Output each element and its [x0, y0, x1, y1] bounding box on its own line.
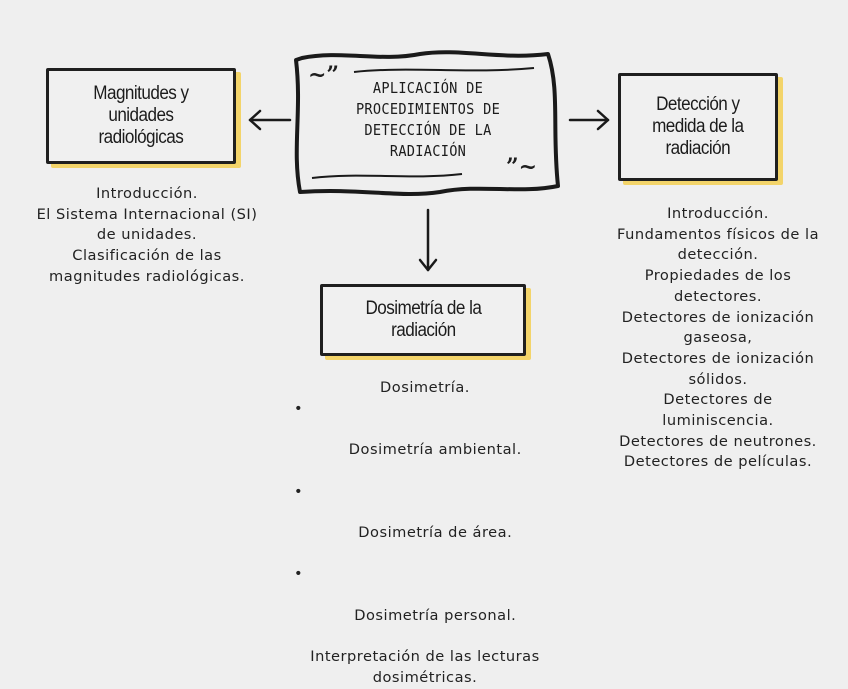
deteccion-line: Detectores de ionización: [621, 308, 815, 326]
deteccion-line: detectores.: [673, 287, 763, 305]
dosimetria-outro-line: Interpretación de las lecturas: [310, 648, 540, 666]
central-quote-open: ~”: [308, 62, 340, 88]
node-dosimetria-label: Dosimetría de la radiación: [365, 298, 481, 341]
deteccion-line: Detectores de ionización: [621, 349, 815, 367]
deteccion-line: detección.: [677, 246, 759, 264]
deteccion-line: Detectores de: [663, 391, 773, 409]
magnitudes-line: Introducción.: [96, 185, 198, 202]
node-dosimetria: Dosimetría de la radiación: [320, 284, 526, 356]
central-frame-inner: [311, 173, 463, 179]
bullet-icon: •: [294, 482, 304, 500]
dosimetria-bullet-item: • Dosimetría personal.: [294, 564, 556, 647]
magnitudes-line: El Sistema Internacional (SI): [36, 205, 258, 223]
magnitudes-line: de unidades.: [96, 226, 198, 244]
deteccion-line: Introducción.: [667, 205, 769, 222]
dosimetria-bullet-text: Dosimetría de área.: [358, 523, 513, 541]
magnitudes-line: magnitudes radiológicas.: [49, 267, 245, 285]
deteccion-line: sólidos.: [688, 370, 748, 388]
dosimetria-bullet-text: Dosimetría personal.: [354, 606, 517, 624]
deteccion-line: Detectores de neutrones.: [619, 432, 817, 450]
bullet-icon: •: [294, 565, 304, 583]
deteccion-line: Fundamentos físicos de la: [616, 225, 820, 243]
deteccion-line: Detectores de películas.: [623, 453, 813, 471]
arrow-to-magnitudes: [248, 109, 292, 131]
dosimetria-outro-line: dosimétricas.: [372, 668, 478, 686]
dosimetria-bullet-text: Dosimetría ambiental.: [348, 441, 522, 459]
deteccion-line: gaseosa,: [683, 329, 753, 347]
magnitudes-content: Introducción. El Sistema Internacional (…: [16, 184, 278, 288]
magnitudes-line: Clasificación de las: [72, 247, 222, 265]
arrow-to-dosimetria: [418, 208, 438, 272]
arrow-to-deteccion: [568, 109, 610, 131]
node-magnitudes: Magnitudes y unidades radiológicas: [46, 68, 236, 164]
dosimetria-bullet-item: • Dosimetría de área.: [294, 482, 556, 565]
central-node-title: APLICACIÓN DE PROCEDIMIENTOS DE DETECCIÓ…: [342, 70, 514, 170]
deteccion-line: Propiedades de los: [644, 267, 792, 285]
bullet-icon: •: [294, 399, 304, 417]
dosimetria-bullet-item: • Dosimetría ambiental.: [294, 399, 556, 482]
central-frame: [294, 50, 560, 196]
central-quote-close: ”~: [506, 154, 538, 180]
deteccion-content: Introducción. Fundamentos físicos de la …: [598, 204, 838, 473]
node-deteccion-label: Detección y medida de la radiación: [652, 94, 744, 159]
dosimetria-intro: Dosimetría.: [380, 379, 470, 396]
dosimetria-content: Dosimetría. • Dosimetría ambiental. • Do…: [294, 378, 556, 689]
diagram-canvas: [248, 50, 610, 272]
central-node-label: APLICACIÓN DE PROCEDIMIENTOS DE DETECCIÓ…: [355, 79, 501, 160]
central-frame-top-line: [353, 67, 535, 73]
deteccion-line: luminiscencia.: [662, 412, 774, 430]
node-magnitudes-label: Magnitudes y unidades radiológicas: [93, 83, 189, 148]
node-deteccion: Detección y medida de la radiación: [618, 73, 778, 181]
